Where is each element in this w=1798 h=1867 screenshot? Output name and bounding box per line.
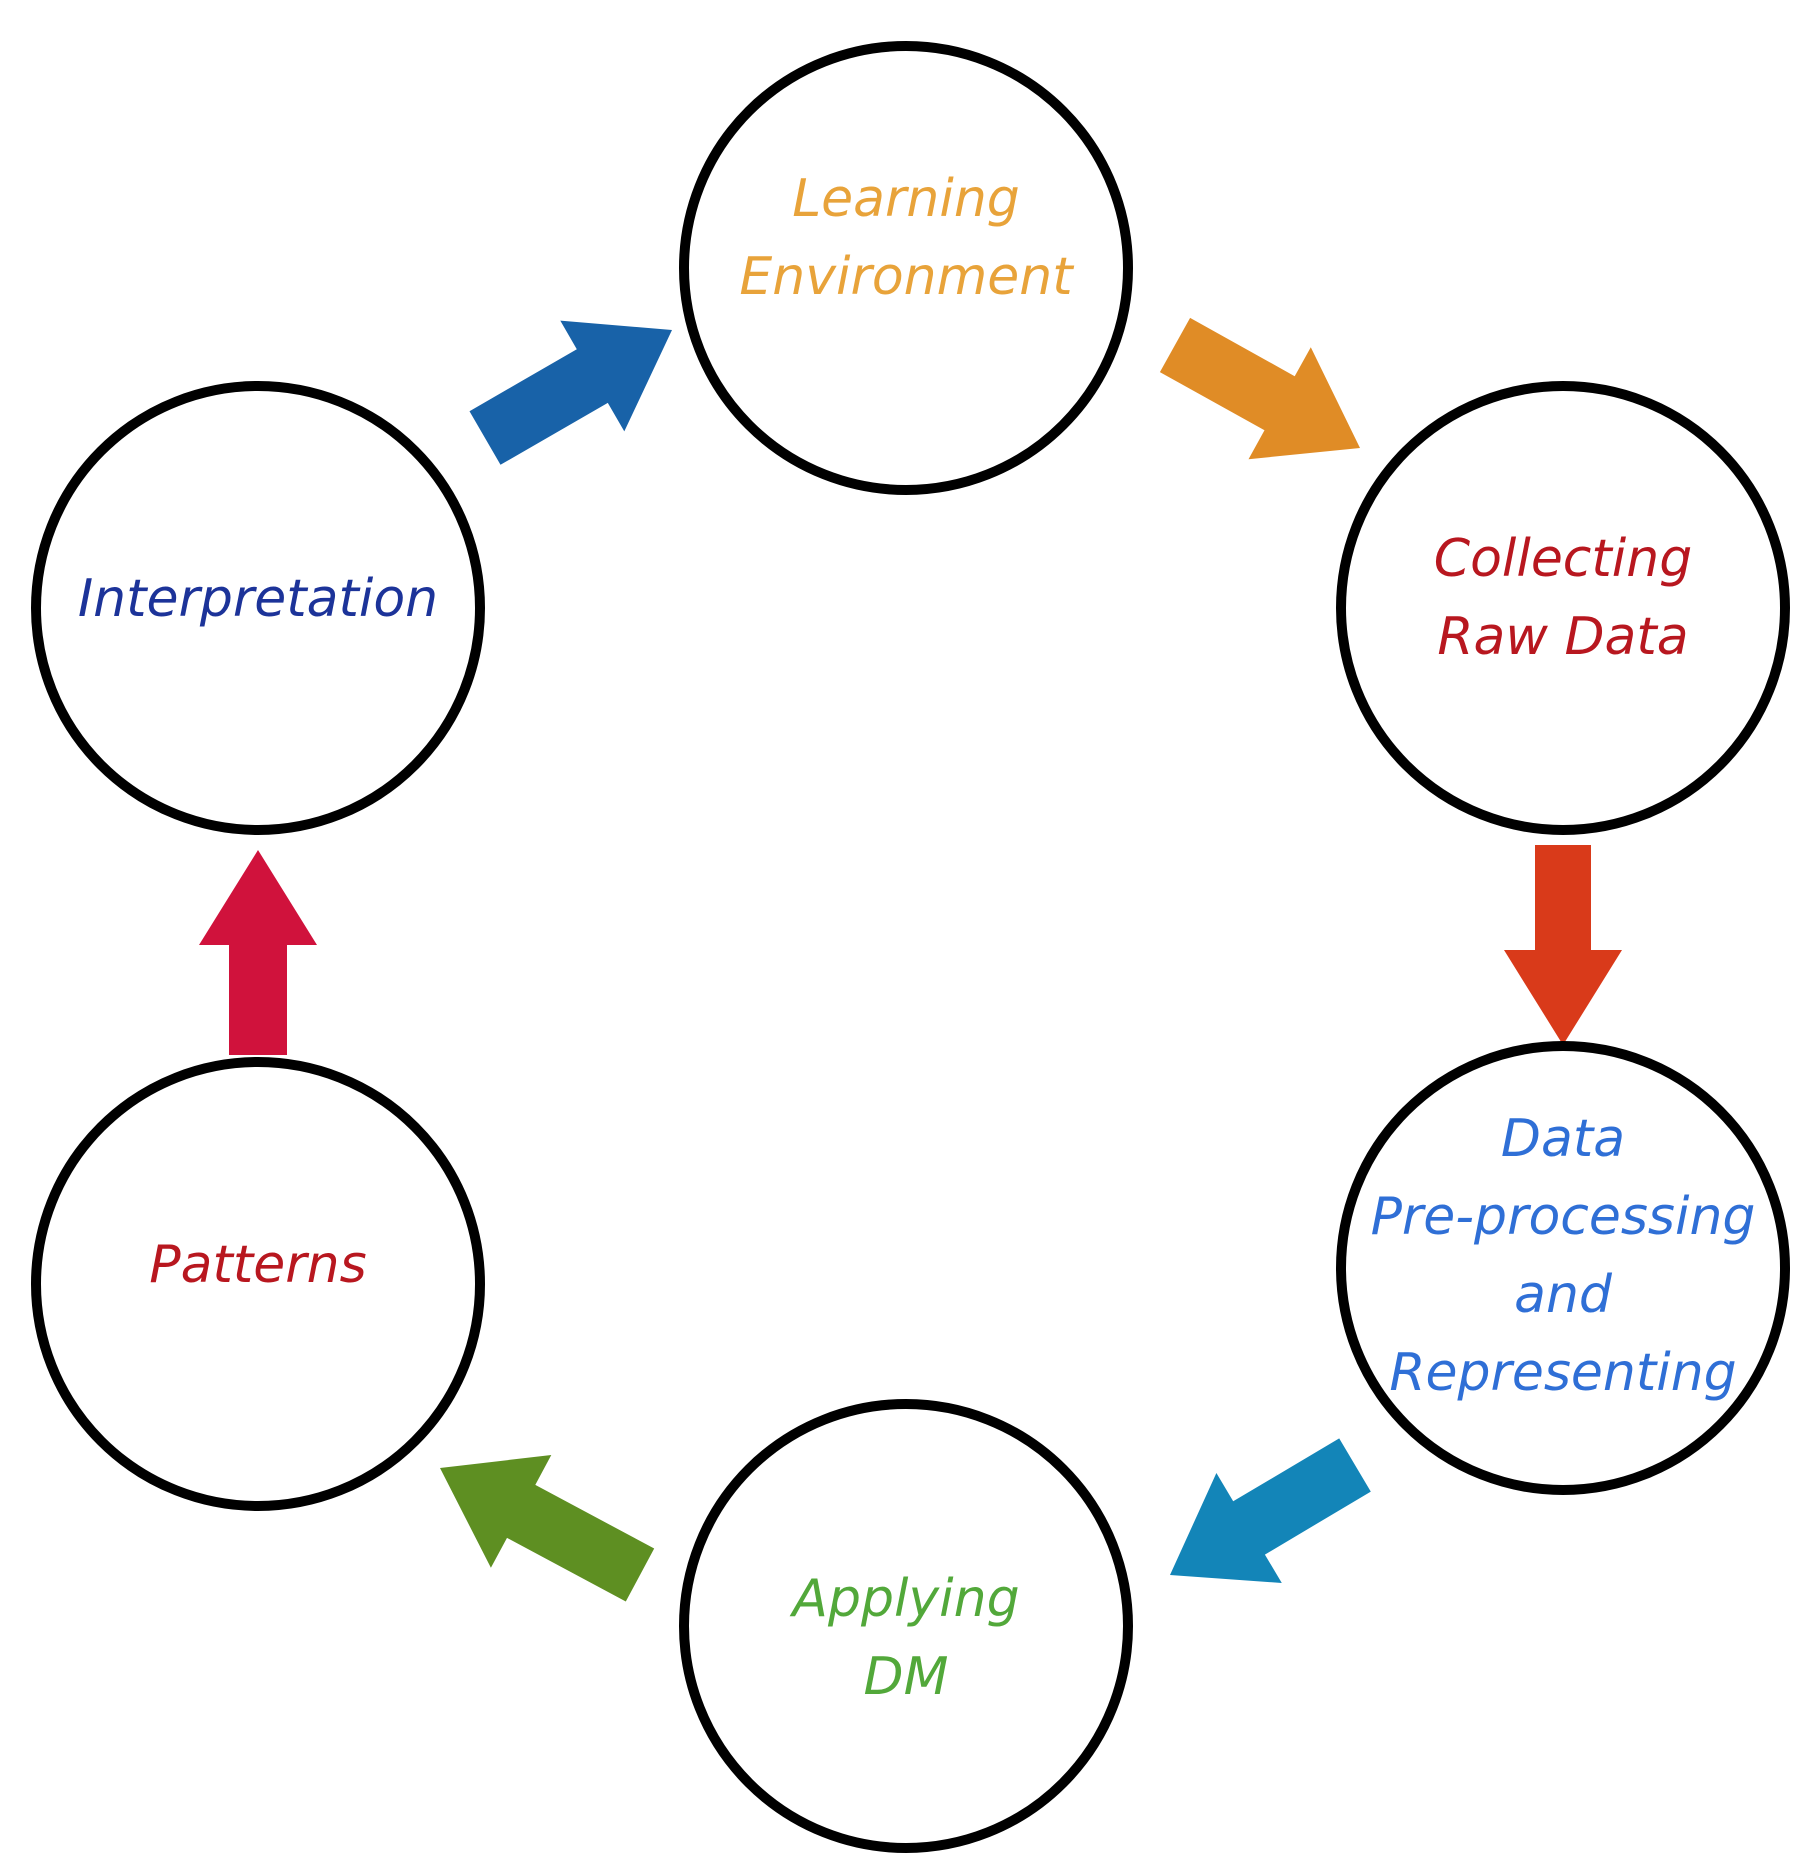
arrow-interpretation-to-learning-environment <box>469 320 672 465</box>
node-label-line: Interpretation <box>78 569 438 629</box>
arrow-data-preprocessing-to-applying-dm <box>1170 1438 1371 1583</box>
node-circle <box>1336 1041 1790 1495</box>
arrow-patterns-to-interpretation <box>199 850 317 1055</box>
arrow-learning-environment-to-collecting-raw-data <box>1159 317 1360 460</box>
arrow-applying-dm-to-patterns <box>440 1455 655 1602</box>
node-circle <box>679 1399 1133 1853</box>
arrows-layer <box>199 317 1622 1602</box>
node-circle <box>1336 381 1790 835</box>
node-label-line: Data <box>1501 1109 1625 1169</box>
node-label-line: DM <box>864 1647 949 1707</box>
node-label-line: Learning <box>792 169 1020 229</box>
node-label-line: and <box>1514 1265 1613 1325</box>
node-circle <box>679 41 1133 495</box>
node-circle <box>31 1057 485 1511</box>
node-patterns: Patterns <box>31 1057 485 1511</box>
node-label-line: Applying <box>789 1569 1019 1629</box>
node-label-line: Patterns <box>149 1235 366 1295</box>
node-circle <box>31 381 485 835</box>
node-label-line: Representing <box>1389 1343 1736 1403</box>
node-interpretation: Interpretation <box>31 381 485 835</box>
node-label-line: Pre-processing <box>1371 1187 1756 1247</box>
node-label-line: Raw Data <box>1437 607 1688 667</box>
node-label-line: Collecting <box>1434 529 1692 589</box>
node-label-line: Environment <box>739 247 1074 307</box>
arrow-collecting-raw-data-to-data-preprocessing <box>1504 845 1622 1045</box>
